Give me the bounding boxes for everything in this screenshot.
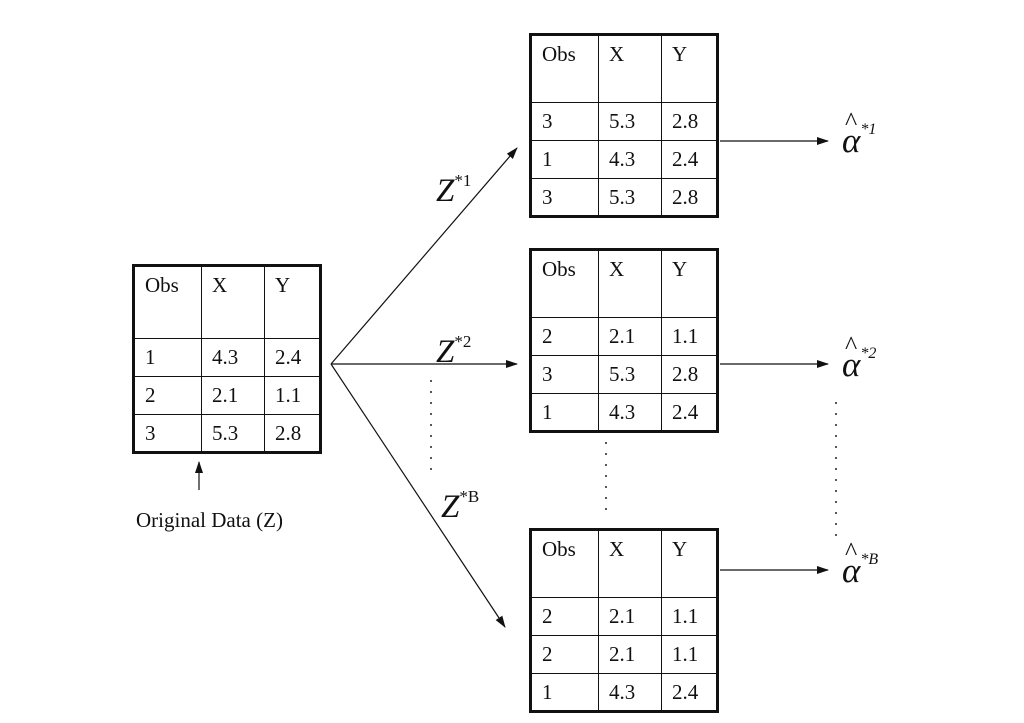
cell-y: 1.1 xyxy=(661,635,718,674)
cell-obs: 3 xyxy=(530,178,599,217)
cell-x: 2.1 xyxy=(598,597,662,636)
table-row: 1 4.3 2.4 xyxy=(530,393,718,432)
cell-y: 1.1 xyxy=(661,317,718,356)
z-star-b-label: Z*B xyxy=(441,487,480,525)
ellipsis-right xyxy=(834,402,838,545)
table-row: 3 5.3 2.8 xyxy=(530,355,718,394)
cell-x: 2.1 xyxy=(598,635,662,674)
ellipsis-middle xyxy=(604,442,608,519)
original-data-table: Obs X Y 1 4.3 2.4 2 2.1 1.1 3 5.3 2.8 xyxy=(132,264,322,454)
header-x: X xyxy=(598,529,662,598)
header-y: Y xyxy=(661,249,718,318)
arrow-to-sample-b xyxy=(330,363,506,628)
z-star-1-label: Z*1 xyxy=(436,171,472,209)
cell-y: 2.4 xyxy=(661,673,718,712)
cell-x: 4.3 xyxy=(598,140,662,179)
table-row: 1 4.3 2.4 xyxy=(133,338,321,377)
table-row: 3 5.3 2.8 xyxy=(530,178,718,217)
cell-x: 5.3 xyxy=(598,102,662,141)
cell-obs: 2 xyxy=(530,597,599,636)
cell-obs: 3 xyxy=(133,414,202,453)
header-x: X xyxy=(201,265,265,339)
cell-x: 2.1 xyxy=(201,376,265,415)
cell-x: 4.3 xyxy=(598,673,662,712)
cell-obs: 1 xyxy=(530,673,599,712)
header-x: X xyxy=(598,249,662,318)
header-y: Y xyxy=(264,265,321,339)
arrow-to-sample-1 xyxy=(330,147,518,365)
alpha-hat-star-1-label: ^α*1 xyxy=(842,107,877,160)
table-row: 2 2.1 1.1 xyxy=(530,317,718,356)
cell-y: 1.1 xyxy=(661,597,718,636)
table-row: 2 2.1 1.1 xyxy=(133,376,321,415)
cell-y: 2.4 xyxy=(661,393,718,432)
alpha-hat-star-2-label: ^α*2 xyxy=(842,331,877,384)
cell-obs: 1 xyxy=(530,393,599,432)
table-row: 3 5.3 2.8 xyxy=(133,414,321,453)
cell-y: 2.8 xyxy=(661,178,718,217)
cell-y: 2.8 xyxy=(661,355,718,394)
table-row: 1 4.3 2.4 xyxy=(530,140,718,179)
cell-obs: 3 xyxy=(530,355,599,394)
header-y: Y xyxy=(661,34,718,103)
table-row: 1 4.3 2.4 xyxy=(530,673,718,712)
bootstrap-sample-1-table: Obs X Y 3 5.3 2.8 1 4.3 2.4 3 5.3 2.8 xyxy=(529,33,719,218)
bootstrap-sample-2-table: Obs X Y 2 2.1 1.1 3 5.3 2.8 1 4.3 2.4 xyxy=(529,248,719,433)
cell-x: 2.1 xyxy=(598,317,662,356)
cell-x: 5.3 xyxy=(201,414,265,453)
z-star-2-label: Z*2 xyxy=(436,332,472,370)
table-row: 2 2.1 1.1 xyxy=(530,597,718,636)
header-obs: Obs xyxy=(133,265,202,339)
ellipsis-left xyxy=(429,380,433,479)
cell-y: 2.4 xyxy=(661,140,718,179)
cell-x: 5.3 xyxy=(598,178,662,217)
cell-obs: 3 xyxy=(530,102,599,141)
cell-obs: 2 xyxy=(133,376,202,415)
header-x: X xyxy=(598,34,662,103)
cell-y: 2.4 xyxy=(264,338,321,377)
header-y: Y xyxy=(661,529,718,598)
original-data-caption: Original Data (Z) xyxy=(136,508,283,532)
cell-x: 5.3 xyxy=(598,355,662,394)
bootstrap-sample-b-table: Obs X Y 2 2.1 1.1 2 2.1 1.1 1 4.3 2.4 xyxy=(529,528,719,713)
alpha-hat-star-b-label: ^α*B xyxy=(842,537,879,590)
cell-y: 2.8 xyxy=(264,414,321,453)
